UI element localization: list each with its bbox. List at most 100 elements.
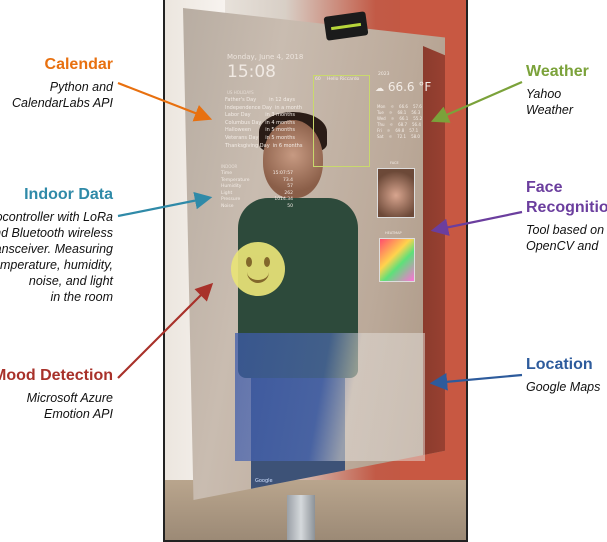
mood-label: Mood Detection Microsoft Azure Emotion A…	[0, 366, 113, 422]
weather-arrow	[430, 80, 523, 123]
indoor-arrow	[117, 191, 213, 218]
indoor-key: Light	[221, 190, 233, 196]
indoor-desc-6: in the room	[50, 290, 113, 304]
indoor-desc-4: temperature, humidity,	[0, 258, 113, 272]
weather-top: 2023	[378, 72, 390, 77]
face-thumbnail	[377, 168, 415, 218]
emoji-eye	[264, 257, 270, 267]
location-title: Location	[526, 356, 593, 373]
mood-title: Mood Detection	[0, 367, 113, 384]
cloud-icon: ☁	[375, 84, 384, 94]
face-label: Face Recognition Tool based on OpenCV an…	[526, 178, 607, 254]
holiday-name: Veterans Day	[225, 134, 259, 141]
map-overlay	[235, 333, 425, 461]
indoor-desc-2: and Bluetooth wireless	[0, 226, 113, 240]
calendar-label: Calendar Python and CalendarLabs API	[0, 55, 113, 111]
face-heatmap	[379, 238, 415, 282]
indoor-label: Indoor Data Microcontroller with LoRa an…	[0, 185, 113, 305]
greeting-id: 60	[315, 77, 321, 82]
forecast-lo: 57.6	[412, 104, 422, 109]
weather-temperature: ☁ 66.6 °F	[375, 80, 431, 94]
indoor-value: 15:07:57	[272, 171, 293, 176]
holiday-when: in 5 months	[265, 127, 295, 134]
sun-icon: ☼	[390, 104, 395, 109]
weather-title: Weather	[526, 63, 589, 80]
face-title: Face Recognition	[526, 179, 607, 216]
temperature-value: 66.6 °F	[387, 80, 432, 94]
holiday-when: in a month	[275, 104, 303, 111]
location-arrow	[429, 373, 523, 391]
forecast-day: Mon	[377, 104, 386, 109]
forecast-row: Mon ☼ 66.6 57.6	[377, 104, 422, 110]
forecast-lo: 56.4	[412, 122, 421, 127]
indoor-value: 73.4	[282, 177, 293, 183]
forecast-hi: 66.6	[399, 104, 408, 109]
mirror-stand	[287, 495, 315, 540]
face-caption: FACE	[390, 161, 399, 165]
forecast-day: Tue	[377, 110, 384, 115]
sun-icon: ☼	[388, 134, 393, 139]
holiday-when: in 3 months	[265, 112, 295, 119]
smiley-emoji-icon	[231, 242, 285, 296]
forecast-day: Fri	[377, 128, 382, 133]
forecast-hi: 66.1	[399, 116, 409, 121]
forecast-hi: 69.8	[395, 128, 405, 133]
mirror-time: 15:08	[227, 62, 276, 82]
mood-arrow	[117, 282, 214, 379]
indoor-row: Pressure 1014.34	[221, 197, 293, 204]
indoor-value: 1014.34	[274, 197, 293, 202]
weather-label: Weather Yahoo Weather	[526, 62, 607, 118]
mood-desc-2: Emotion API	[43, 407, 113, 421]
forecast-lo: 56.3	[411, 110, 421, 115]
mirror-date: Monday, June 4, 2018	[227, 53, 304, 61]
mood-desc-1: Microsoft Azure	[26, 391, 113, 405]
holiday-when: in 5 months	[265, 134, 295, 141]
location-label: Location Google Maps	[526, 355, 607, 395]
holiday-when: in 6 months	[272, 142, 303, 149]
calendar-desc-1: Python and	[49, 80, 113, 94]
face-desc-1: Tool based on	[526, 223, 605, 237]
indoor-key: Humidity	[221, 184, 242, 189]
forecast-hi: 68.7	[398, 122, 408, 127]
sun-icon: ☼	[390, 116, 395, 121]
calendar-arrow	[117, 81, 213, 122]
heatmap-caption: HEATMAP	[385, 231, 402, 235]
map-attribution: Google	[255, 478, 273, 484]
sun-icon: ☼	[386, 128, 391, 133]
greeting-frame	[313, 75, 370, 167]
indoor-desc-3: transceiver. Measuring	[0, 242, 113, 256]
holiday-name: Columbus Day	[225, 119, 262, 126]
smart-mirror-photo: Monday, June 4, 2018 15:08 US HOLIDAYS F…	[163, 0, 468, 542]
forecast-day: Sat	[377, 134, 384, 139]
holiday-name: Independence Day	[225, 104, 273, 111]
forecast-row: Sat ☼ 72.1 58.0	[377, 134, 422, 140]
indoor-desc-5: noise, and light	[28, 274, 113, 288]
forecast-lo: 58.0	[411, 134, 420, 139]
forecast-hi: 72.1	[397, 134, 407, 139]
holiday-when: in 4 months	[265, 119, 295, 126]
indoor-title: Indoor Data	[24, 186, 113, 203]
sun-icon: ☼	[388, 110, 393, 115]
holiday-row: Veterans Day in 5 months	[225, 135, 295, 143]
holiday-when: in 12 days	[269, 97, 295, 103]
indoor-key: Time	[221, 171, 233, 176]
forecast-day: Wed	[377, 116, 386, 121]
sun-icon: ☼	[389, 122, 394, 127]
face-desc-2: OpenCV and	[526, 239, 599, 253]
indoor-key: Pressure	[221, 197, 241, 202]
